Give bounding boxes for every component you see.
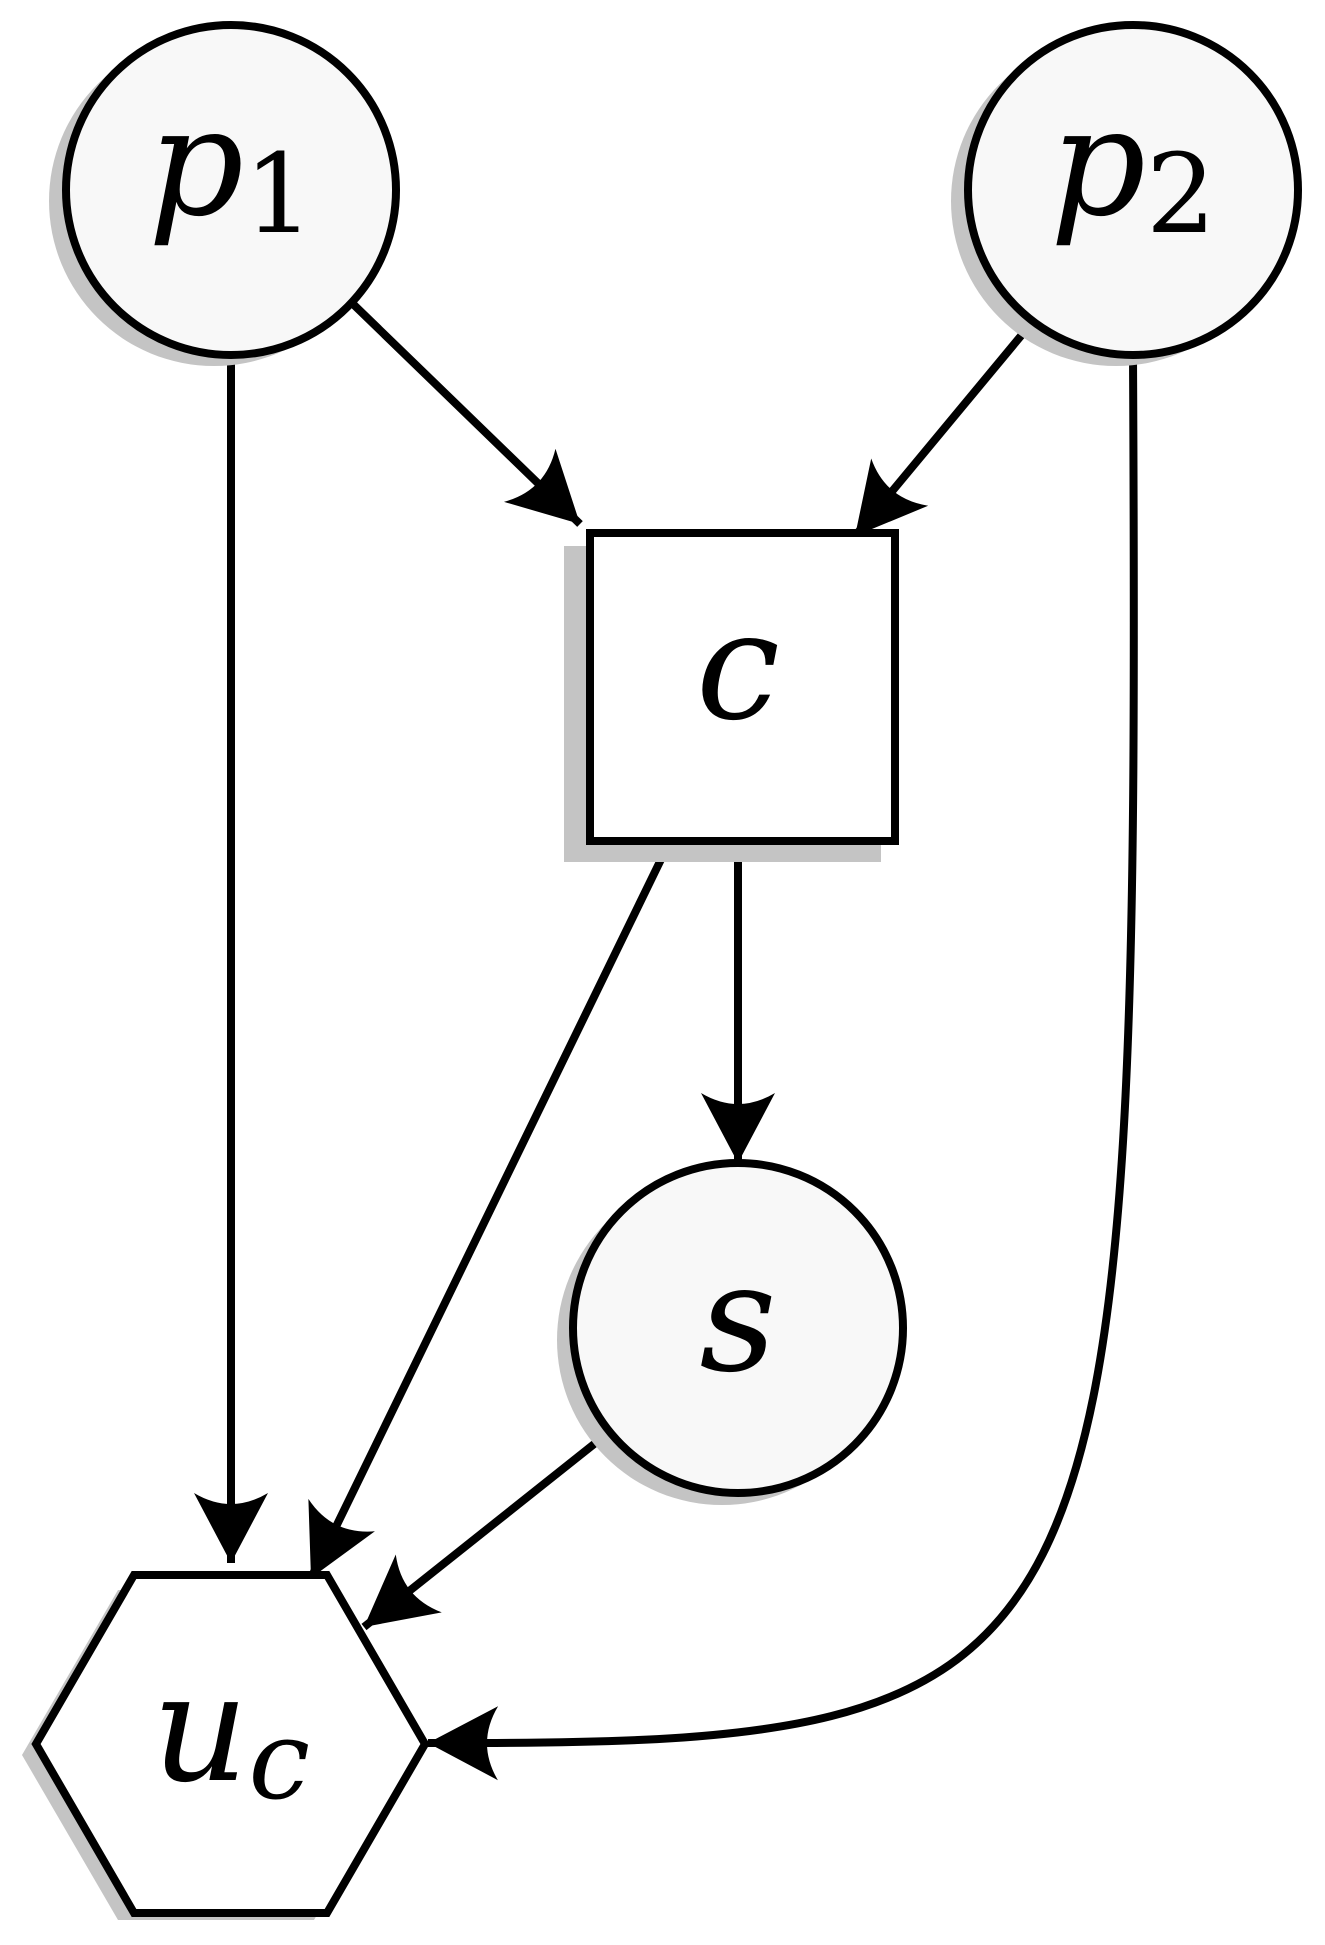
node-s-circle [569,1159,907,1497]
node-p1-circle [62,21,400,359]
edge-c-to-uc [307,841,673,1580]
node-p1: p1 [49,21,400,366]
node-uc-hexagon [31,1571,430,1917]
edge-p2-to-c [851,322,1034,539]
edge-p2-to-uc [427,355,1138,1781]
node-p2-circle [964,21,1302,359]
node-p2: p2 [951,21,1302,366]
node-c-label: c [696,580,780,754]
node-p1-label: p1 [148,76,314,258]
node-uc: uc [22,1571,430,1920]
edge-s-to-uc [361,1429,611,1631]
edge-p1-to-c [350,301,583,527]
node-s: s [557,1159,907,1505]
edges [194,301,1138,1781]
node-p2-label: p2 [1050,76,1216,258]
node-c-box [586,529,899,845]
node-s-label: s [700,1232,777,1406]
node-uc-label: uc [152,1642,310,1824]
node-c: c [564,529,899,862]
